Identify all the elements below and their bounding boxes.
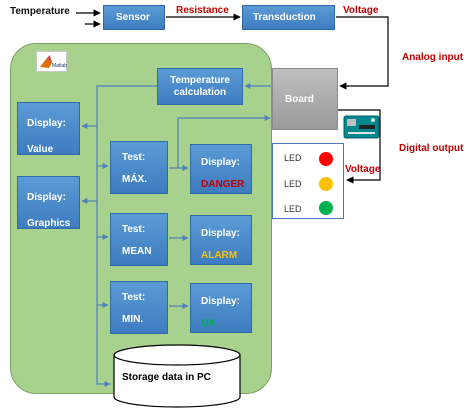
storage-label: Storage data in PC (122, 372, 211, 383)
test-mean-title: Test: (122, 224, 146, 235)
board-block: Board (272, 68, 338, 130)
storage-cylinder (113, 344, 241, 408)
display-value-block: Display: Value (17, 102, 80, 155)
temperature-calculation-block: Temperature calculation (157, 68, 243, 105)
display-graphics-text: Graphics (27, 218, 71, 229)
display-danger-title: Display: (201, 157, 240, 168)
arrow-transduction-board (336, 16, 389, 90)
display-graphics-block: Display: Graphics (17, 176, 80, 229)
led-label-green: LED (284, 204, 302, 214)
led-label-yellow: LED (284, 179, 302, 189)
transduction-label: Transduction (253, 12, 316, 23)
resistance-label: Resistance (176, 5, 229, 16)
arrow-tests-board (177, 115, 271, 168)
test-max-title: Test: (122, 152, 146, 163)
display-value-title: Display: (27, 118, 66, 129)
led-label-red: LED (284, 153, 302, 163)
arrow-board-leds (338, 109, 381, 184)
matlab-logo-text: Matlab (52, 63, 67, 69)
test-max-text: MÁX. (122, 174, 147, 185)
temperature-calculation-label: Temperature calculation (170, 74, 230, 98)
led-green-indicator (319, 201, 333, 215)
test-min-title: Test: (122, 292, 146, 303)
display-alarm-text: ALARM (201, 250, 238, 261)
test-max-block: Test: MÁX. (110, 141, 168, 194)
arrow-tempcalc-tree (96, 85, 157, 387)
test-min-text: MIN. (122, 314, 144, 325)
display-alarm-block: Display: ALARM (190, 215, 252, 265)
sensor-label: Sensor (116, 12, 150, 23)
matlab-icon: Matlab (40, 55, 67, 69)
display-ok-block: Display: OK (190, 283, 252, 333)
voltage-top-label: Voltage (343, 5, 379, 16)
led-red-indicator (319, 152, 333, 166)
display-ok-title: Display: (201, 296, 240, 307)
voltage-led-label: Voltage (345, 164, 381, 175)
test-mean-block: Test: MEAN (110, 213, 168, 266)
display-danger-block: Display: DANGER (190, 144, 252, 194)
arduino-board-icon (343, 113, 380, 140)
display-danger-text: DANGER (201, 179, 245, 190)
board-label: Board (285, 93, 314, 105)
sensor-block: Sensor (103, 5, 165, 30)
led-yellow-indicator (319, 177, 333, 191)
matlab-logo: Matlab (36, 51, 67, 72)
display-ok-text: OK (201, 318, 216, 329)
temperature-label: Temperature (10, 6, 70, 17)
led-panel: LED LED LED (272, 143, 344, 219)
analog-input-label: Analog input (402, 52, 464, 63)
transduction-block: Transduction (242, 5, 335, 30)
display-graphics-title: Display: (27, 192, 66, 203)
test-min-block: Test: MIN. (110, 281, 168, 334)
display-alarm-title: Display: (201, 228, 240, 239)
test-mean-text: MEAN (122, 246, 152, 257)
display-value-text: Value (27, 144, 54, 155)
digital-output-label: Digital output (399, 143, 464, 154)
